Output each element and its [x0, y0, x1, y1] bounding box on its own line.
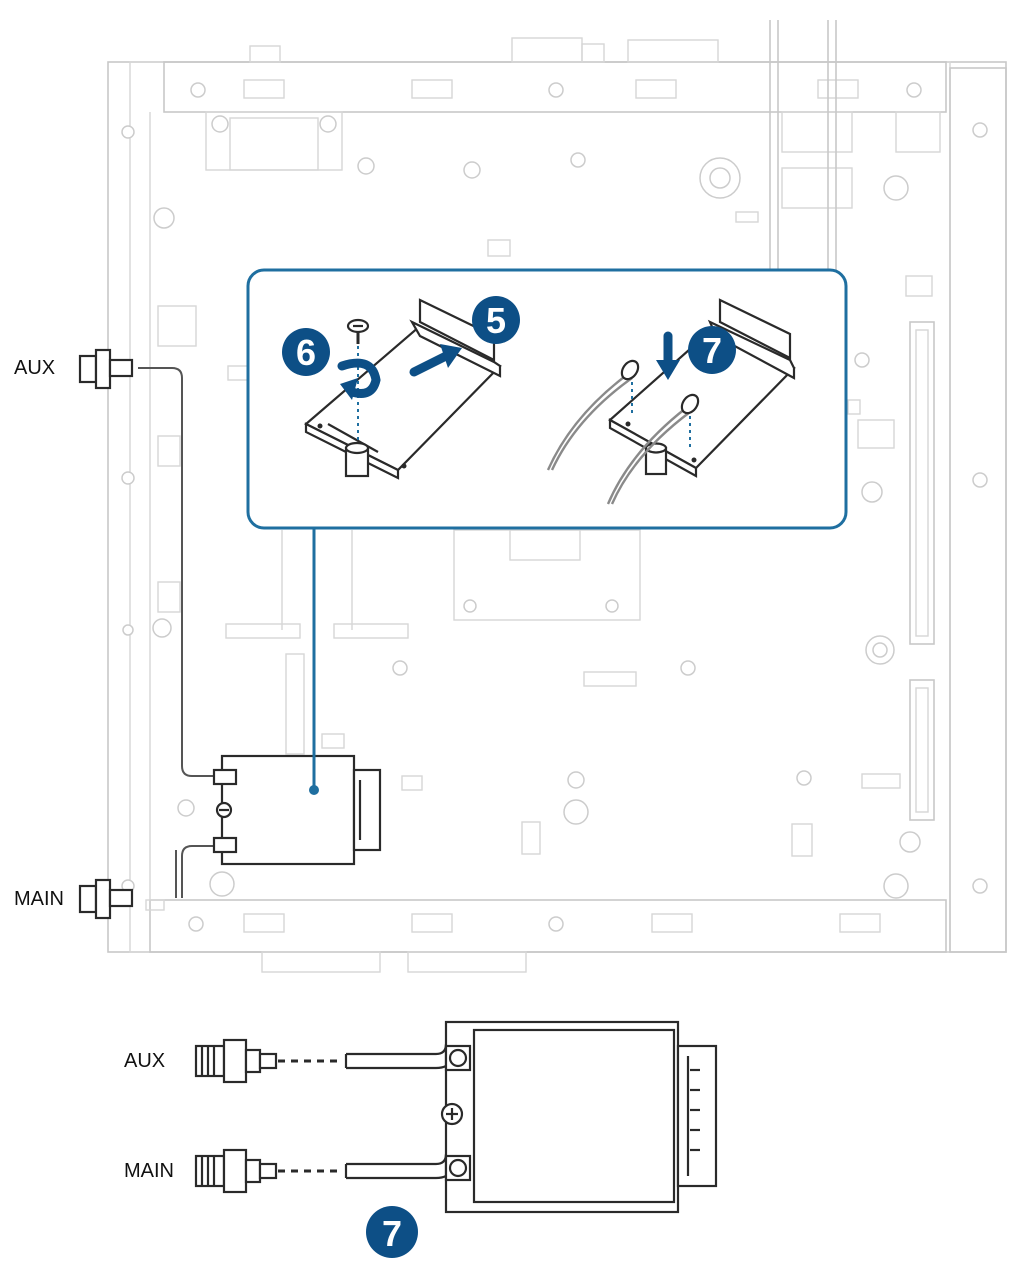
- bottom-detail: AUX MAIN 7: [124, 1020, 718, 1258]
- chassis: [107, 20, 1007, 973]
- aux-label-top: AUX: [14, 357, 55, 379]
- step-badge-6: 6: [282, 328, 330, 376]
- step-badge-7-inset: 7: [688, 326, 736, 374]
- wifi-module-top-view: [212, 754, 382, 866]
- module-screw-bottom-icon: [440, 1102, 464, 1126]
- aux-connector-bottom: [194, 1038, 278, 1084]
- main-connector-bottom: [194, 1148, 278, 1194]
- main-label-top: MAIN: [14, 888, 64, 910]
- inset-callout-box: 6 5 7: [246, 268, 848, 530]
- rotate-arrow-icon: [337, 358, 381, 398]
- antenna-cables-top: [138, 367, 222, 898]
- step-badge-5: 5: [472, 296, 520, 344]
- svg-text:6: 6: [296, 332, 316, 373]
- main-connector-top: [78, 878, 134, 920]
- step-badge-7-bottom: 7: [366, 1206, 418, 1258]
- svg-text:7: 7: [702, 330, 722, 371]
- svg-text:7: 7: [382, 1213, 402, 1254]
- aux-connector-top: [78, 348, 134, 390]
- wifi-module-bottom-view: [440, 1020, 718, 1214]
- aux-label-bottom: AUX: [124, 1050, 165, 1072]
- push-arrow-icon: [409, 351, 451, 377]
- main-label-bottom: MAIN: [124, 1160, 174, 1182]
- svg-text:5: 5: [486, 300, 506, 341]
- screw-icon: [346, 318, 370, 344]
